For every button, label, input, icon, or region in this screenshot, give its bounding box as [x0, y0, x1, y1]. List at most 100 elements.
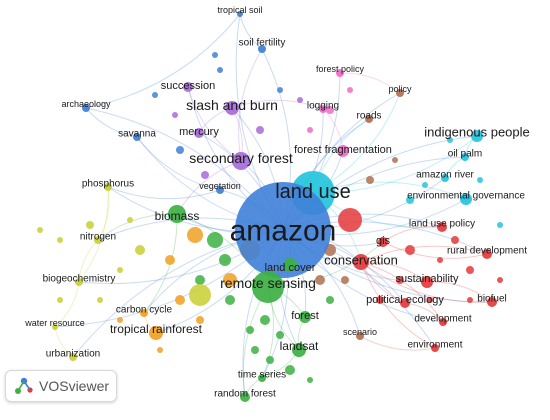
unlabeled-node[interactable] [176, 146, 184, 154]
unlabeled-node[interactable] [366, 176, 374, 184]
unlabeled-node[interactable] [117, 267, 123, 273]
node-logging[interactable] [319, 105, 327, 113]
unlabeled-node[interactable] [451, 236, 459, 244]
node-random-forest[interactable] [240, 392, 250, 402]
node-phosphorus[interactable] [104, 183, 112, 191]
unlabeled-node[interactable] [392, 157, 398, 163]
unlabeled-node[interactable] [466, 266, 474, 274]
node-political-ecology[interactable] [400, 298, 410, 308]
node-oil-palm[interactable] [461, 153, 469, 161]
unlabeled-node[interactable] [86, 221, 94, 229]
node-time-series[interactable] [258, 374, 266, 382]
node-soil-fertility[interactable] [258, 45, 266, 53]
unlabeled-node[interactable] [276, 331, 284, 339]
node-forest-fragmentation[interactable] [337, 145, 349, 157]
node-biomass[interactable] [168, 205, 186, 223]
node-landsat[interactable] [292, 343, 306, 357]
unlabeled-node[interactable] [297, 97, 303, 103]
unlabeled-node[interactable] [246, 326, 254, 334]
node-land-cover[interactable] [283, 258, 297, 272]
node-gis[interactable] [378, 237, 388, 247]
unlabeled-node[interactable] [256, 126, 264, 134]
unlabeled-node[interactable] [219, 254, 231, 266]
node-policy[interactable] [396, 89, 404, 97]
unlabeled-node[interactable] [307, 127, 313, 133]
unlabeled-node[interactable] [260, 315, 270, 325]
unlabeled-node[interactable] [467, 297, 473, 303]
unlabeled-node[interactable] [347, 87, 353, 93]
unlabeled-node[interactable] [217, 67, 223, 73]
node-environmental-governance[interactable] [460, 193, 472, 205]
unlabeled-node[interactable] [195, 275, 205, 285]
unlabeled-node[interactable] [212, 52, 218, 58]
unlabeled-node[interactable] [57, 237, 63, 243]
unlabeled-node[interactable] [175, 295, 185, 305]
unlabeled-node[interactable] [315, 275, 325, 285]
node-sustainability[interactable] [421, 276, 433, 288]
node-amazon[interactable] [235, 182, 331, 278]
unlabeled-node[interactable] [497, 277, 503, 283]
node-urbanization[interactable] [69, 353, 77, 361]
node-tropical-soil[interactable] [237, 11, 243, 17]
unlabeled-node[interactable] [225, 295, 235, 305]
node-conservation[interactable] [353, 254, 369, 270]
unlabeled-node[interactable] [326, 106, 334, 114]
node-forest[interactable] [299, 311, 311, 323]
node-vegetation[interactable] [216, 186, 224, 194]
unlabeled-node[interactable] [223, 273, 237, 287]
node-roads[interactable] [365, 115, 373, 123]
unlabeled-node[interactable] [406, 196, 414, 204]
node-carbon-cycle[interactable] [140, 309, 148, 317]
unlabeled-node[interactable] [427, 297, 433, 303]
unlabeled-node[interactable] [135, 245, 145, 255]
unlabeled-node[interactable] [117, 317, 123, 323]
node-succession[interactable] [183, 82, 193, 92]
node-environment[interactable] [431, 344, 439, 352]
unlabeled-node[interactable] [338, 208, 362, 232]
node-forest-policy[interactable] [336, 69, 344, 77]
node-scenario[interactable] [356, 332, 364, 340]
node-water-resource[interactable] [52, 324, 58, 330]
node-land-use-policy[interactable] [437, 222, 447, 232]
node-indigenous-people[interactable] [471, 130, 483, 142]
unlabeled-node[interactable] [207, 232, 223, 248]
unlabeled-node[interactable] [376, 296, 384, 304]
unlabeled-node[interactable] [341, 276, 349, 284]
unlabeled-node[interactable] [201, 171, 209, 179]
unlabeled-node[interactable] [127, 217, 133, 223]
unlabeled-node[interactable] [251, 346, 259, 354]
unlabeled-node[interactable] [196, 316, 204, 324]
unlabeled-node[interactable] [172, 112, 178, 118]
unlabeled-node[interactable] [326, 296, 334, 304]
unlabeled-node[interactable] [405, 245, 415, 255]
unlabeled-node[interactable] [57, 297, 63, 303]
unlabeled-node[interactable] [285, 365, 295, 375]
node-tropical-rainforest[interactable] [149, 326, 163, 340]
unlabeled-node[interactable] [187, 227, 203, 243]
node-savanna[interactable] [133, 133, 141, 141]
unlabeled-node[interactable] [165, 255, 175, 265]
node-amazon-river[interactable] [441, 174, 449, 182]
node-development[interactable] [439, 318, 447, 326]
node-mercury[interactable] [194, 128, 204, 138]
node-remote-sensing[interactable] [252, 271, 284, 303]
node-archaeology[interactable] [82, 104, 90, 112]
unlabeled-node[interactable] [152, 92, 158, 98]
unlabeled-node[interactable] [37, 227, 43, 233]
node-rural-development[interactable] [482, 249, 492, 259]
unlabeled-node[interactable] [97, 297, 103, 303]
unlabeled-node[interactable] [422, 182, 428, 188]
unlabeled-node[interactable] [437, 257, 443, 263]
node-slash-and-burn[interactable] [225, 101, 239, 115]
unlabeled-node[interactable] [477, 177, 483, 183]
unlabeled-node[interactable] [307, 377, 313, 383]
unlabeled-node[interactable] [266, 356, 274, 364]
node-biofuel[interactable] [487, 297, 497, 307]
unlabeled-node[interactable] [396, 276, 404, 284]
unlabeled-node[interactable] [447, 137, 453, 143]
node-biogeochemistry[interactable] [75, 278, 83, 286]
node-secondary-forest[interactable] [232, 152, 250, 170]
unlabeled-node[interactable] [277, 87, 283, 93]
unlabeled-node[interactable] [157, 347, 163, 353]
